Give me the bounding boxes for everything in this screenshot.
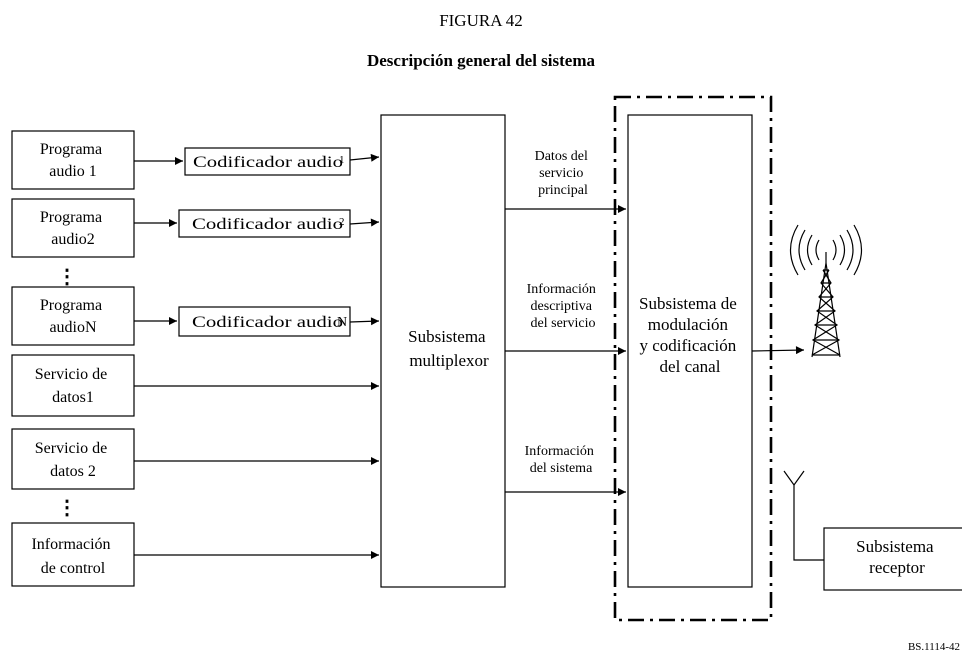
encoder-label: Codificador audio <box>192 314 343 331</box>
input-label-line: Programa <box>40 209 102 226</box>
svg-text:Información del sistema: Información del sistema <box>525 444 598 476</box>
input-label-line: de control <box>41 560 106 577</box>
input-programa-audio-2: Programa audio2 <box>11 198 135 258</box>
ellipsis-data: ⋮ <box>57 497 77 519</box>
encoder-suffix: 2 <box>339 216 345 228</box>
input-label-line: audioN <box>49 319 97 336</box>
encoder-audio-1: Codificador audio 1 <box>184 147 351 176</box>
input-label-line: Servicio de <box>35 366 107 383</box>
channel-label-line: y codificación <box>639 336 736 355</box>
multiplexer-label-line: multiplexor <box>409 351 489 370</box>
svg-text:Subsistema multiplexor: Subsistema multiplexor <box>408 327 490 370</box>
flow-label-line: principal <box>538 183 588 198</box>
encoder-audio-2: Codificador audio 2 <box>178 209 351 238</box>
encoder-label: Codificador audio <box>192 216 343 233</box>
channel-boundary <box>613 95 773 622</box>
channel-label-line: del canal <box>660 357 721 376</box>
input-label-line: Programa <box>40 297 102 314</box>
flow-label-line: del servicio <box>531 316 596 331</box>
encoder-suffix: N <box>337 315 347 330</box>
svg-text:Datos del servicio pri: Datos del servicio principal <box>535 149 592 198</box>
channel-coding-subsystem: Subsistema de modulación y codificación … <box>627 114 753 588</box>
svg-text:Programa audio 1: Programa audio 1 <box>40 141 106 180</box>
arrow-encoder2-to-mux <box>349 218 380 227</box>
svg-text:Información descriptiva: Información descriptiva del servicio <box>527 282 600 331</box>
receiver-label-line: Subsistema <box>856 537 934 556</box>
input-label-line: Servicio de <box>35 440 107 457</box>
encoder-audio-n: Codificador audio N <box>178 306 351 337</box>
flow-label-line: Información <box>527 282 596 297</box>
input-programa-audio-n: Programa audioN <box>11 286 135 346</box>
channel-label-line: Subsistema de <box>639 294 737 313</box>
encoder-suffix: 1 <box>339 154 345 166</box>
input-label-line: Información <box>31 536 110 553</box>
input-label-line: datos 2 <box>50 463 96 480</box>
arrow-to-transmitter <box>751 346 805 355</box>
figure-reference: BS.1114-42 <box>908 641 960 653</box>
input-servicio-datos-1: Servicio de datos1 <box>11 354 135 417</box>
multiplexer-subsystem: Subsistema multiplexor <box>380 114 506 588</box>
ellipsis-audio: ⋮ <box>57 266 77 288</box>
svg-text:Subsistema receptor: Subsistema receptor <box>856 537 938 577</box>
input-programa-audio-1: Programa audio 1 <box>11 130 135 190</box>
svg-text:Programa audio2: Programa audio2 <box>40 209 106 248</box>
svg-text:Servicio de datos 2: Servicio de datos 2 <box>35 440 111 480</box>
input-informacion-control: Información de control <box>11 522 135 587</box>
flow-label-line: Información <box>525 444 594 459</box>
encoder-label: Codificador audio <box>193 154 343 171</box>
svg-text:Servicio de datos1: Servicio de datos1 <box>35 366 111 406</box>
arrow-encoder1-to-mux <box>349 153 380 162</box>
input-servicio-datos-2: Servicio de datos 2 <box>11 428 135 490</box>
flow-label-line: servicio <box>539 166 583 181</box>
input-label-line: audio2 <box>51 231 95 248</box>
input-label-line: audio 1 <box>49 163 97 180</box>
flow-label-line: descriptiva <box>531 299 593 314</box>
channel-label-line: modulación <box>648 315 729 334</box>
transmitter-tower-icon <box>789 224 863 358</box>
figure-title: Descripción general del sistema <box>367 51 596 70</box>
svg-text:Programa audioN: Programa audioN <box>40 297 106 336</box>
receiver-subsystem: Subsistema receptor <box>823 527 962 591</box>
figure-number: FIGURA 42 <box>439 11 523 30</box>
input-label-line: datos1 <box>52 389 94 406</box>
arrow-encodern-to-mux <box>349 317 380 326</box>
receiver-antenna-icon <box>783 470 824 561</box>
multiplexer-label-line: Subsistema <box>408 327 486 346</box>
input-label-line: Programa <box>40 141 102 158</box>
svg-text:Información de control: Información de control <box>31 536 114 577</box>
receiver-label-line: receptor <box>869 558 925 577</box>
flow-label-line: del sistema <box>530 461 593 476</box>
flow-label-line: Datos del <box>535 149 588 164</box>
svg-text:Subsistema de modulación: Subsistema de modulación y codificación … <box>639 294 741 376</box>
